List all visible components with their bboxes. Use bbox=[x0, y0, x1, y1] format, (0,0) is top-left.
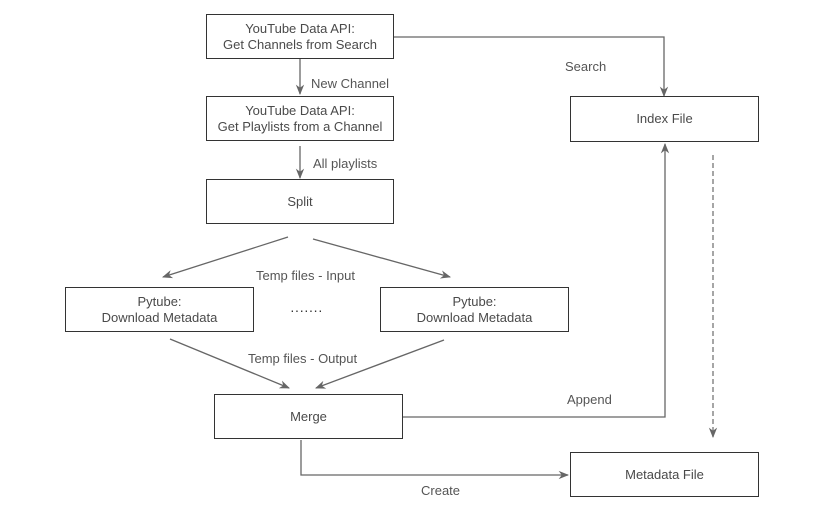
node-label: Index File bbox=[636, 111, 693, 126]
edge-label-all-playlists: All playlists bbox=[313, 156, 378, 171]
node-line: YouTube Data API: bbox=[245, 20, 355, 36]
node-merge[interactable]: Merge bbox=[214, 394, 403, 439]
node-label: Merge bbox=[290, 408, 327, 424]
edge-label-search: Search bbox=[565, 59, 607, 74]
node-split[interactable]: Split bbox=[206, 179, 394, 224]
node-line: Download Metadata bbox=[101, 309, 218, 325]
edge-append bbox=[402, 142, 670, 418]
node-label: Metadata File bbox=[625, 466, 704, 482]
node-label: Split bbox=[287, 193, 313, 209]
edge-pytube-left-to-merge bbox=[169, 338, 290, 389]
node-line: Pytube: bbox=[137, 293, 182, 309]
edge-search bbox=[394, 36, 669, 98]
edge-pytube-right-to-merge bbox=[315, 339, 445, 389]
edge-create bbox=[300, 440, 570, 480]
edge-label-create: Create bbox=[421, 483, 461, 498]
edge-label-temp-output: Temp files - Output bbox=[248, 351, 358, 366]
node-pytube-right[interactable]: Pytube: Download Metadata bbox=[380, 287, 569, 332]
node-line: Get Playlists from a Channel bbox=[217, 118, 383, 134]
edge-label-new-channel: New Channel bbox=[311, 76, 390, 91]
node-get-channels-from-search[interactable]: YouTube Data API: Get Channels from Sear… bbox=[206, 14, 394, 59]
edge-split-to-pytube-left bbox=[162, 236, 289, 279]
node-metadata-file[interactable]: Metadata File bbox=[570, 452, 759, 497]
node-get-playlists-from-channel[interactable]: YouTube Data API: Get Playlists from a C… bbox=[206, 96, 394, 141]
edge-label-append: Append bbox=[567, 392, 612, 407]
node-line: Download Metadata bbox=[416, 309, 533, 325]
node-index-file[interactable]: Index File bbox=[570, 96, 759, 142]
ellipsis-more-workers: ······· bbox=[290, 302, 323, 318]
node-line: YouTube Data API: bbox=[245, 102, 355, 118]
edge-split-to-pytube-right bbox=[312, 238, 452, 279]
node-line: Get Channels from Search bbox=[223, 36, 377, 52]
node-line: Pytube: bbox=[452, 293, 497, 309]
edge-label-temp-input: Temp files - Input bbox=[256, 268, 355, 283]
node-pytube-left[interactable]: Pytube: Download Metadata bbox=[65, 287, 254, 332]
